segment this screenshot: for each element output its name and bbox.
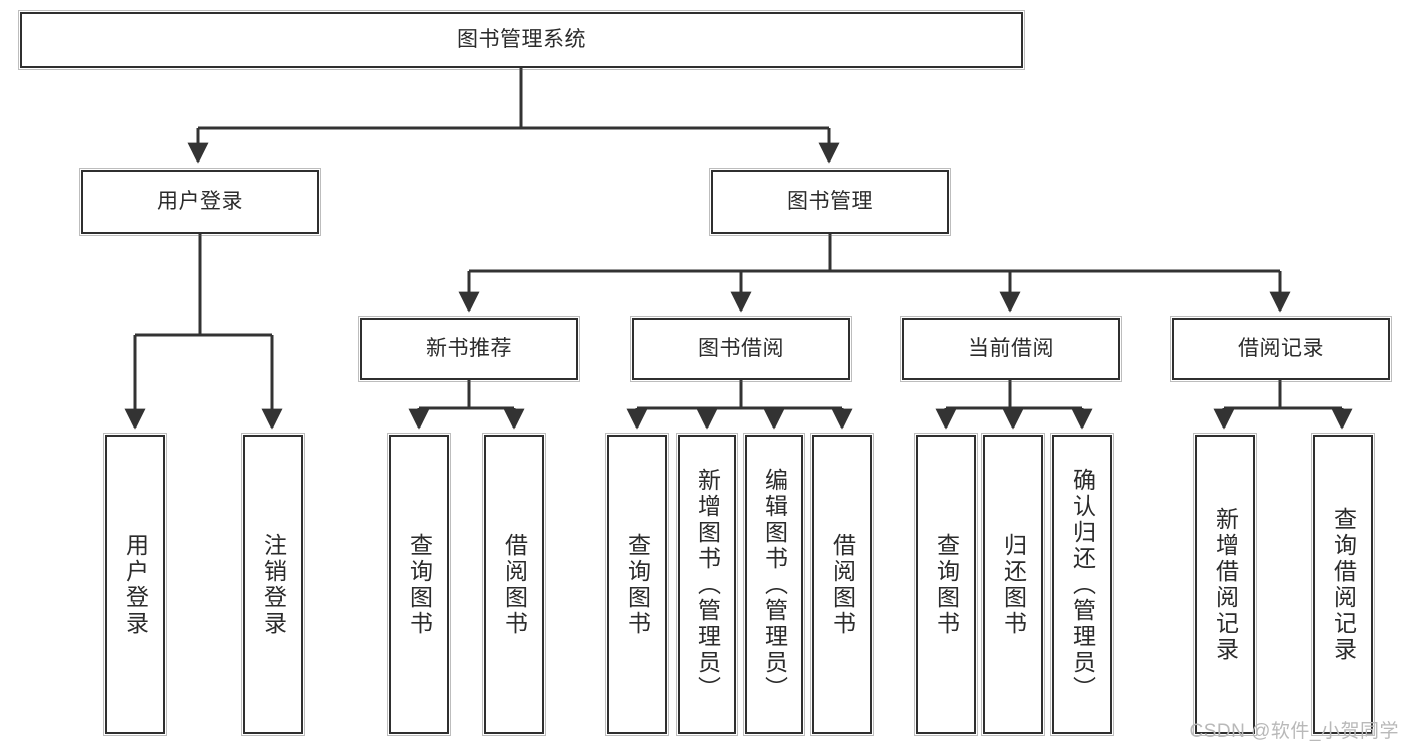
node-leaf-add-book[interactable]: 新增图书（管理员）: [676, 433, 738, 736]
node-current-borrow-label: 当前借阅: [968, 336, 1054, 360]
node-book-borrow[interactable]: 图书借阅: [630, 316, 852, 382]
node-leaf-query-book-1-label: 查询图书: [406, 532, 433, 637]
node-book-management-label: 图书管理: [787, 189, 873, 213]
node-book-management[interactable]: 图书管理: [709, 168, 951, 236]
node-root[interactable]: 图书管理系统: [18, 10, 1025, 70]
node-leaf-borrow-book-2-label: 借阅图书: [829, 532, 856, 637]
node-leaf-borrow-book-2[interactable]: 借阅图书: [810, 433, 874, 736]
node-leaf-query-book-2[interactable]: 查询图书: [605, 433, 669, 736]
node-user-login[interactable]: 用户登录: [79, 168, 321, 236]
node-new-book-recommend-label: 新书推荐: [426, 336, 512, 360]
node-root-label: 图书管理系统: [457, 27, 586, 51]
node-leaf-query-book-2-label: 查询图书: [624, 532, 651, 637]
node-leaf-confirm-return[interactable]: 确认归还（管理员）: [1050, 433, 1114, 736]
watermark-text: CSDN @软件_小贺同学: [1189, 721, 1399, 742]
node-leaf-query-book-3[interactable]: 查询图书: [914, 433, 978, 736]
node-leaf-query-record[interactable]: 查询借阅记录: [1311, 433, 1375, 736]
node-leaf-user-login[interactable]: 用户登录: [103, 433, 167, 736]
node-leaf-logout[interactable]: 注销登录: [241, 433, 305, 736]
node-current-borrow[interactable]: 当前借阅: [900, 316, 1122, 382]
node-leaf-query-record-label: 查询借阅记录: [1330, 506, 1357, 663]
node-borrow-record-label: 借阅记录: [1238, 336, 1324, 360]
node-borrow-record[interactable]: 借阅记录: [1170, 316, 1392, 382]
node-book-borrow-label: 图书借阅: [698, 336, 784, 360]
node-leaf-return-book-label: 归还图书: [1000, 532, 1027, 637]
node-leaf-user-login-label: 用户登录: [122, 532, 149, 637]
node-user-login-label: 用户登录: [157, 189, 243, 213]
node-new-book-recommend[interactable]: 新书推荐: [358, 316, 580, 382]
node-leaf-add-record-label: 新增借阅记录: [1212, 506, 1239, 663]
node-leaf-borrow-book-1-label: 借阅图书: [501, 532, 528, 637]
node-leaf-query-book-3-label: 查询图书: [933, 532, 960, 637]
node-leaf-logout-label: 注销登录: [260, 532, 287, 637]
node-leaf-edit-book-label: 编辑图书（管理员）: [761, 467, 788, 702]
node-leaf-add-book-label: 新增图书（管理员）: [694, 467, 721, 702]
node-leaf-confirm-return-label: 确认归还（管理员）: [1069, 467, 1096, 702]
node-leaf-add-record[interactable]: 新增借阅记录: [1193, 433, 1257, 736]
node-leaf-query-book-1[interactable]: 查询图书: [387, 433, 451, 736]
node-leaf-edit-book[interactable]: 编辑图书（管理员）: [743, 433, 805, 736]
node-leaf-return-book[interactable]: 归还图书: [981, 433, 1045, 736]
node-leaf-borrow-book-1[interactable]: 借阅图书: [482, 433, 546, 736]
